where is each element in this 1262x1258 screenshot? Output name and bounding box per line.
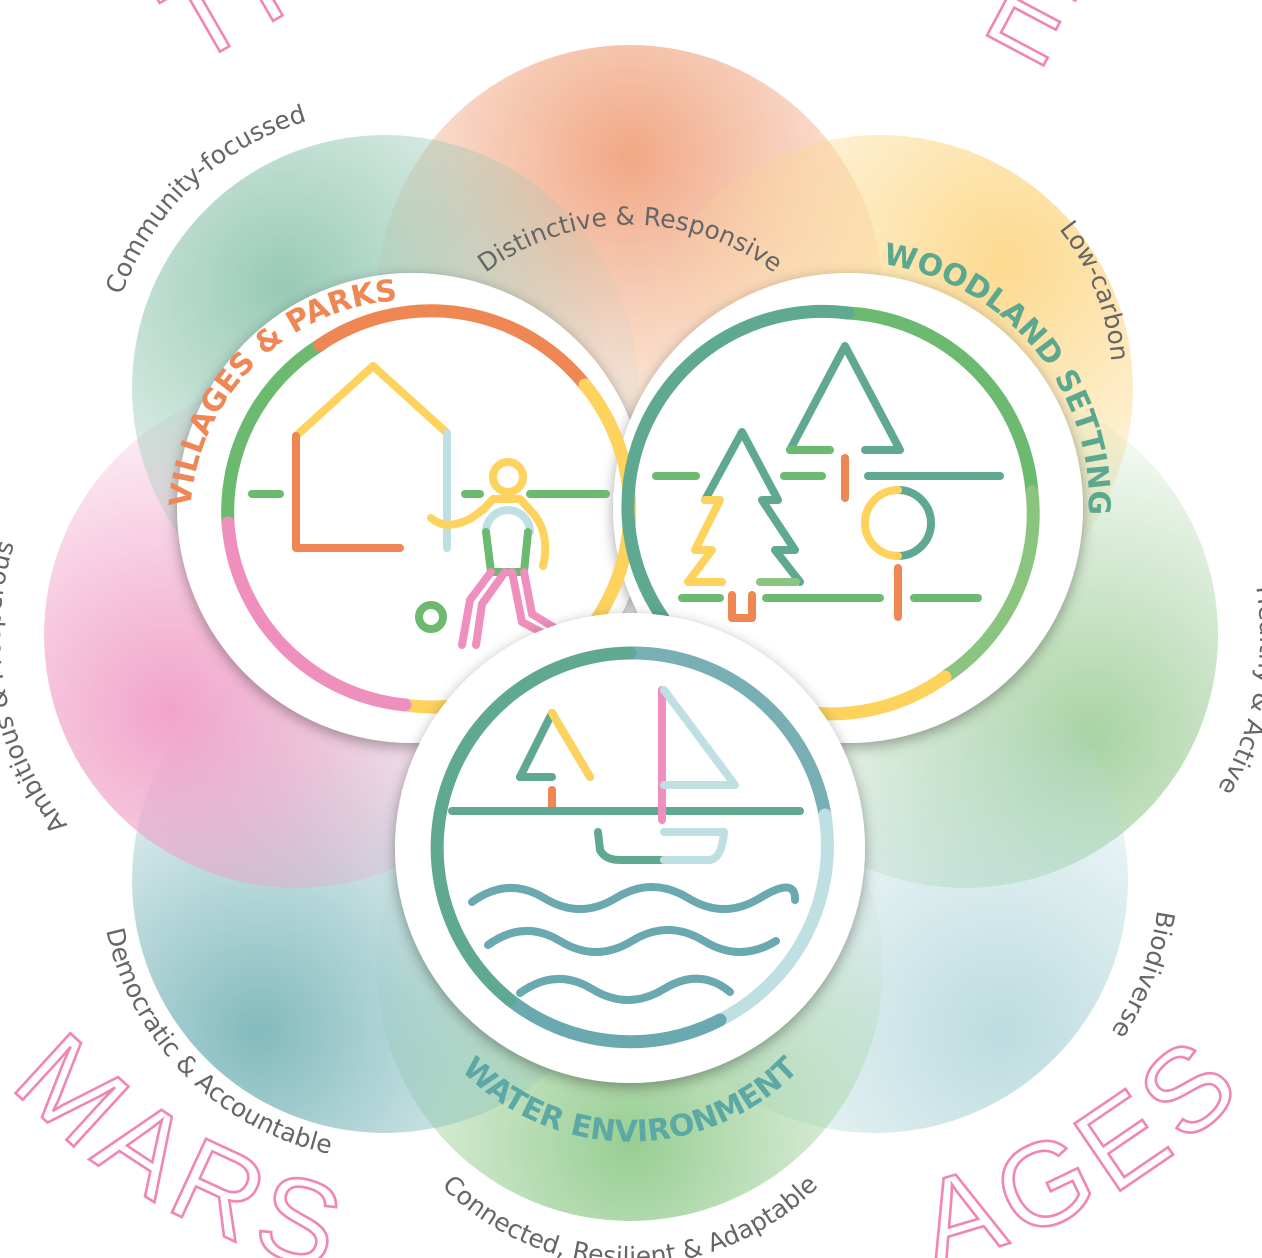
petal-label-healthy: Healthy & Active: [1212, 584, 1262, 800]
outer-title-top-left: TH: [141, 0, 361, 89]
woodland-pictogram: [652, 342, 1004, 622]
water-ring: [430, 646, 834, 1049]
hub-woodland-disc: [613, 273, 1083, 743]
water-pictogram: [448, 686, 804, 1004]
outer-title-top-right: E: [966, 0, 1106, 96]
villages-pictogram: [248, 362, 610, 649]
hub-water-disc: [395, 613, 865, 1083]
